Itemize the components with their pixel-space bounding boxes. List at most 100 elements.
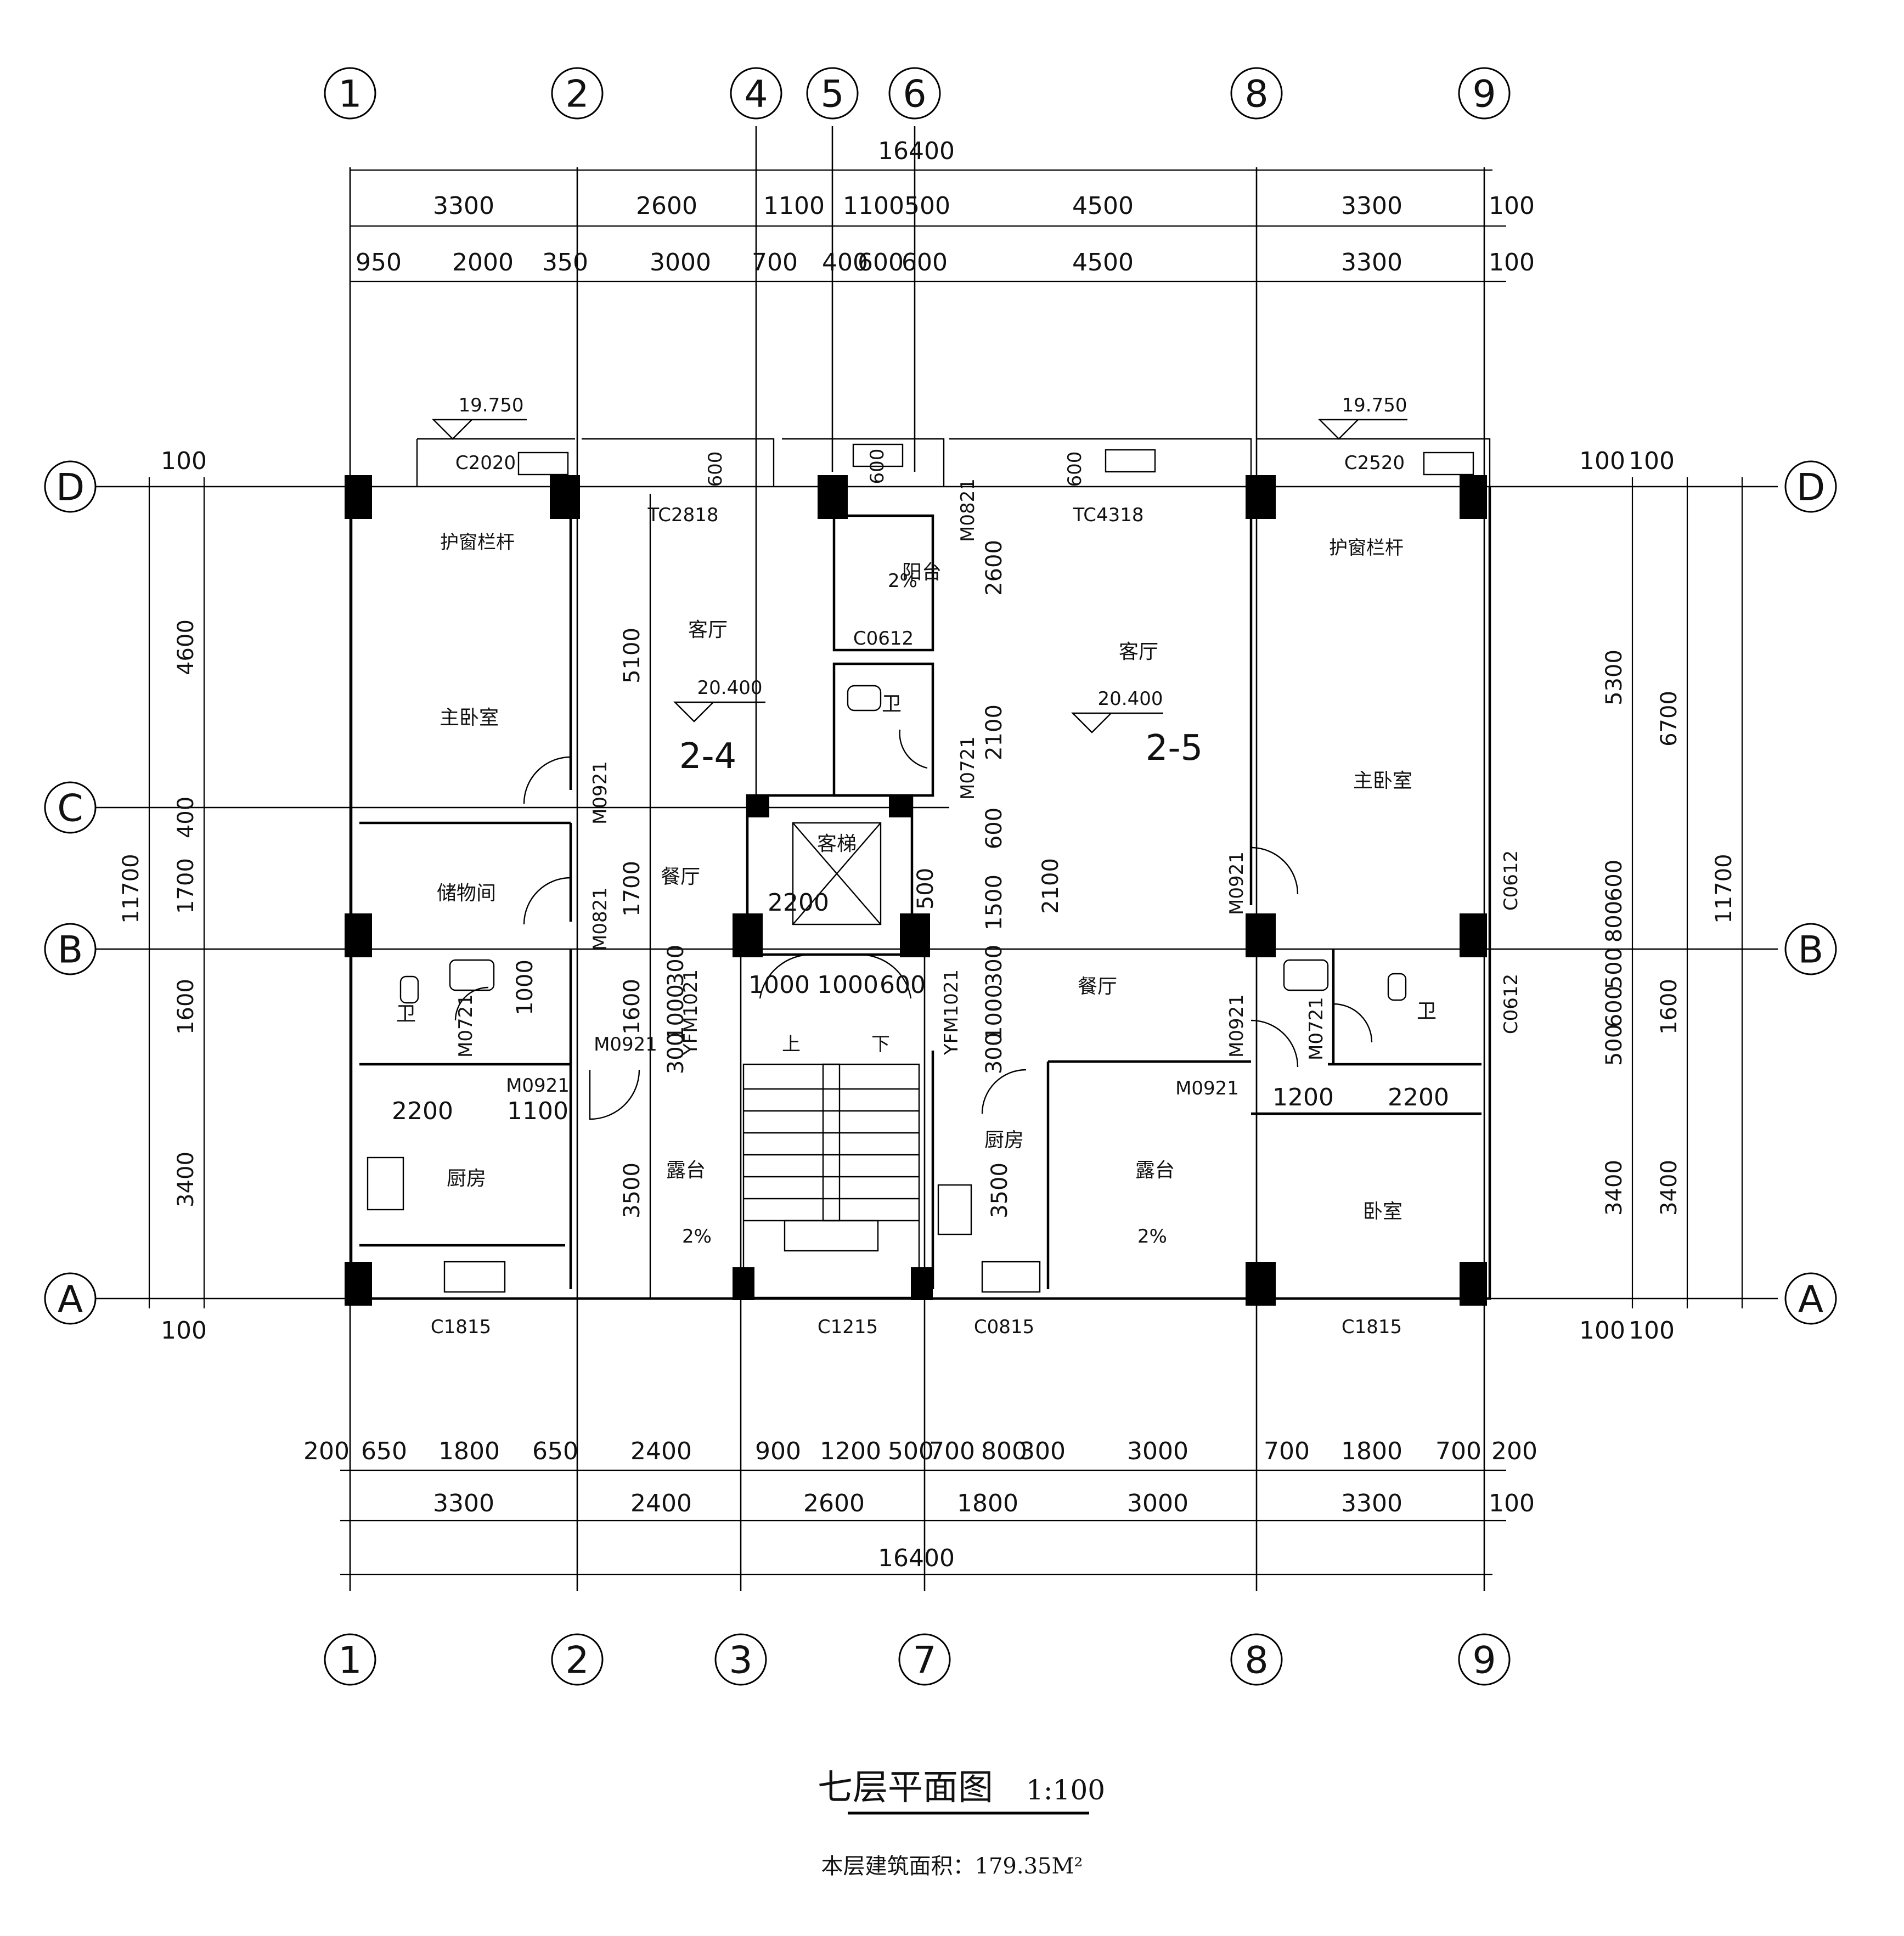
interior-dim-12: 300 <box>663 1032 689 1074</box>
window-code-c2020: C2020 <box>455 452 516 474</box>
top-row2-dim-8: 600 <box>902 249 948 276</box>
top-row2-dim-1: 950 <box>356 249 402 276</box>
unit-label-2-5: 2-5 <box>1146 728 1203 769</box>
room-dining-right: 餐厅 <box>1078 975 1117 998</box>
bottom-row1-dim-9: 700 <box>929 1437 975 1465</box>
bottom-row2-dim-5: 3000 <box>1127 1489 1188 1517</box>
fixed-window-mark-2: 600 <box>866 449 888 484</box>
interior-dim-23: 1200 <box>1272 1083 1334 1111</box>
sink-icon-right <box>1283 959 1329 991</box>
interior-dim-8: 1500 <box>982 874 1007 930</box>
slope-label-terrace-left: 2% <box>682 1226 712 1248</box>
window-code-c1815-left: C1815 <box>431 1316 491 1338</box>
bottom-row1-dim-15: 700 <box>1435 1437 1481 1465</box>
axis-label-left-C: C <box>57 787 83 831</box>
side-dimensions: 11700 4600 400 1700 1600 3400 100 100 53… <box>119 447 1737 1345</box>
toilet-icon-core <box>847 685 882 712</box>
axis-label-right-A: A <box>1798 1278 1824 1322</box>
bottom-row2-dim-2: 2400 <box>630 1489 692 1517</box>
opening-codes: C2020 C2520 TC2818 TC4318 C0612 C0612 C0… <box>431 452 1522 1338</box>
axis-label-top-2: 2 <box>565 73 589 116</box>
level-label-2: 19.750 <box>1342 394 1407 416</box>
top-dimensions: 16400 3300 2600 1100 1100 500 4500 3300 … <box>356 137 1535 276</box>
top-row2-dim-11: 100 <box>1489 249 1535 276</box>
bottom-row2-dim-4: 1800 <box>957 1489 1018 1517</box>
stair-treads <box>743 1063 919 1252</box>
window-code-c2520: C2520 <box>1344 452 1405 474</box>
right-inner-dim-6: 500 <box>1602 1024 1627 1066</box>
room-kitchen-left: 厨房 <box>447 1167 486 1190</box>
right-bottom-dim-1: 100 <box>1579 1317 1625 1345</box>
bottom-row2-dim-1: 3300 <box>433 1489 494 1517</box>
room-bathroom-right: 卫 <box>1417 1000 1437 1023</box>
level-label-4: 20.400 <box>1098 688 1163 710</box>
dimension-lines <box>148 169 1743 1576</box>
room-names: 主卧室 客厅 储物间 餐厅 卫 厨房 露台 阳台 卫 客梯 客厅 主卧室 餐厅 … <box>396 561 1437 1223</box>
left-outer-dim: 11700 <box>119 854 144 923</box>
window-code-c1815-right: C1815 <box>1342 1316 1402 1338</box>
slope-label-balcony: 2% <box>888 570 917 592</box>
room-bathroom-left: 卫 <box>396 1003 416 1025</box>
right-inner-dim-4: 500 <box>1602 947 1627 989</box>
bottom-row2-dim-7: 100 <box>1489 1489 1535 1517</box>
door-code-m0821-1: M0821 <box>589 887 611 951</box>
stair-up-label: 上 <box>782 1034 801 1056</box>
interior-dim-5: 2600 <box>982 540 1007 596</box>
room-living-right: 客厅 <box>1119 641 1158 663</box>
top-row1-dim-3: 1100 <box>763 192 825 220</box>
stove-icon-right <box>937 1184 972 1235</box>
toilet-icon-right <box>1387 973 1407 1001</box>
axis-label-left-A: A <box>58 1278 83 1322</box>
door-swings <box>454 729 1373 1120</box>
top-row1-dim-1: 3300 <box>433 192 494 220</box>
interior-dim-6: 2100 <box>982 704 1007 760</box>
top-row1-dim-8: 100 <box>1489 192 1535 220</box>
door-code-m0921-1: M0921 <box>589 761 611 825</box>
top-row2-dim-3: 350 <box>542 249 588 276</box>
drawing-title: 七层平面图 <box>818 1768 993 1808</box>
left-seg-dim-5: 3400 <box>173 1152 199 1207</box>
top-row2-dim-10: 3300 <box>1341 249 1402 276</box>
unit-label-2-4: 2-4 <box>679 736 737 777</box>
drawing-scale: 1:100 <box>1026 1774 1105 1806</box>
window-code-tc2818: TC2818 <box>647 504 718 526</box>
room-terrace-right: 露台 <box>1135 1159 1175 1182</box>
interior-dim-11: 1000 <box>663 984 689 1040</box>
bottom-row1-dim-14: 1800 <box>1341 1437 1402 1465</box>
interior-dim-22: 3500 <box>987 1162 1012 1218</box>
axis-label-bottom-7: 7 <box>912 1639 936 1683</box>
room-master-bedroom-right: 主卧室 <box>1353 770 1412 792</box>
room-bathroom-core: 卫 <box>882 693 902 715</box>
columns <box>345 475 1487 1306</box>
interior-dim-25: 2100 <box>1038 858 1063 914</box>
interior-dim-2: 1700 <box>619 861 645 917</box>
room-dining-left: 餐厅 <box>661 866 700 888</box>
left-bottom-dim: 100 <box>161 1317 207 1345</box>
left-seg-dim-3: 1700 <box>173 858 199 914</box>
bottom-row1-dim-16: 200 <box>1491 1437 1537 1465</box>
elevator-size-label: 2200 <box>768 889 829 917</box>
window-guard-label-right: 护窗栏杆 <box>1329 537 1404 559</box>
toilet-icon-left <box>399 975 419 1004</box>
level-label-3: 20.400 <box>697 677 763 699</box>
bottom-row2-dim-6: 3300 <box>1341 1489 1402 1517</box>
room-bedroom: 卧室 <box>1363 1200 1402 1223</box>
window-code-c0612-right-1: C0612 <box>1500 850 1522 911</box>
window-code-c0612-core: C0612 <box>853 628 914 650</box>
top-row1-dim-7: 3300 <box>1341 192 1402 220</box>
interior-dim-7: 600 <box>982 808 1007 849</box>
interior-dim-21: 3500 <box>619 1162 645 1218</box>
door-code-m0921-5: M0921 <box>1226 994 1248 1058</box>
right-inner-dim-2: 600 <box>1602 860 1627 901</box>
left-seg-dim-4: 1600 <box>173 979 199 1035</box>
room-storage: 储物间 <box>437 882 496 905</box>
axis-label-top-8: 8 <box>1244 73 1268 116</box>
right-mid-dim-1: 6700 <box>1657 691 1682 747</box>
window-code-c0815: C0815 <box>974 1316 1034 1338</box>
axis-label-bottom-8: 8 <box>1244 1639 1268 1683</box>
bottom-row1-dim-12: 3000 <box>1127 1437 1188 1465</box>
bottom-total-dim: 16400 <box>878 1544 955 1572</box>
door-code-m0721-2: M0721 <box>455 994 477 1058</box>
door-code-m0921-6: M0921 <box>1175 1077 1239 1099</box>
